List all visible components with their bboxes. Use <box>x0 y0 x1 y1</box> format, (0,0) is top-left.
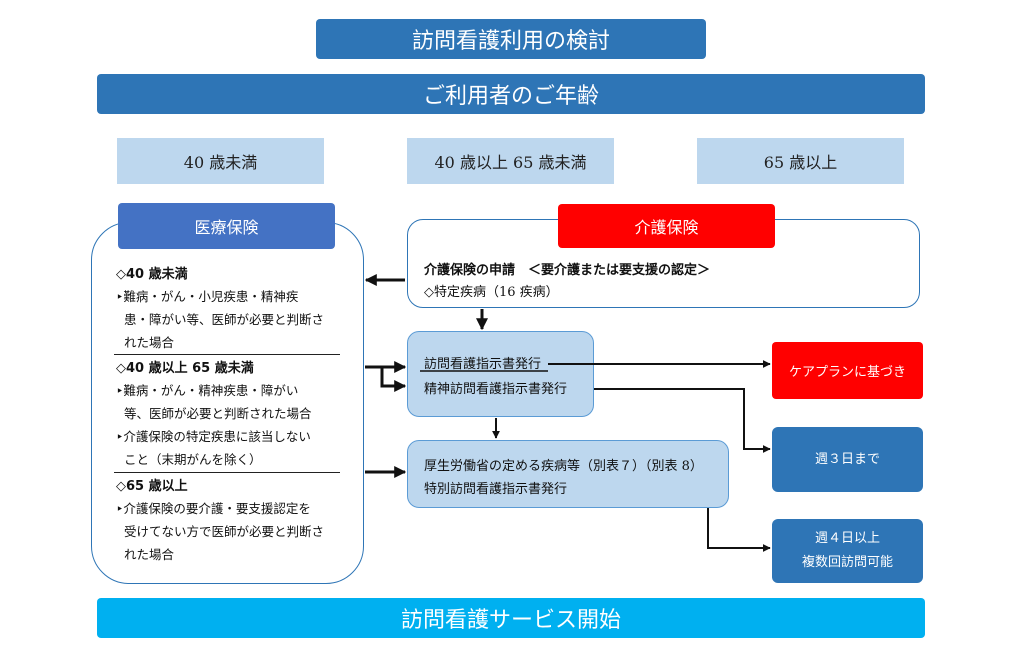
section-line: ‣難病・がん・精神疾患・障がい <box>116 383 299 398</box>
week3-text: 週３日まで <box>814 451 880 467</box>
special-disease-line-2: 特別訪問看護指示書発行 <box>424 482 568 497</box>
medical-section-65-plus: ◇65 歳以上 ‣介護保険の要介護・要支援認定を 受けてない方で医師が必要と判断… <box>116 477 352 566</box>
section-heading: ◇65 歳以上 <box>116 479 188 494</box>
arrow-medical-to-instruction-2 <box>380 367 407 392</box>
age-header-text: ご利用者のご年齢 <box>422 84 599 109</box>
special-disease-box <box>407 440 729 508</box>
section-heading: ◇40 歳未満 <box>116 267 188 282</box>
age-group-65-plus: 65 歳以上 <box>697 138 904 184</box>
section-divider <box>114 354 340 355</box>
section-line: れた場合 <box>124 335 175 350</box>
week4-box: 週４日以上 複数回訪問可能 <box>772 519 923 583</box>
age-header: ご利用者のご年齢 <box>97 74 925 114</box>
week4-text-1: 週４日以上 <box>814 531 880 546</box>
age-group-40-to-65: 40 歳以上 65 歳未満 <box>407 138 614 184</box>
section-line: 患・障がい等、医師が必要と判断さ <box>124 312 325 327</box>
section-line: こと（末期がんを除く） <box>124 452 262 467</box>
service-start-bar: 訪問看護サービス開始 <box>97 598 925 638</box>
service-start-text: 訪問看護サービス開始 <box>400 608 621 633</box>
instruction-line-1: 訪問看護指示書発行 <box>424 357 542 372</box>
arrow-instruction-to-week3 <box>594 388 771 453</box>
section-line: 受けてない方で医師が必要と判断さ <box>124 524 325 539</box>
careplan-box: ケアプランに基づき <box>772 342 923 399</box>
section-divider <box>114 472 340 473</box>
medical-section-under-40: ◇40 歳未満 ‣難病・がん・小児疾患・精神疾 患・障がい等、医師が必要と判断さ… <box>116 265 346 354</box>
care-insurance-title: 介護保険 <box>558 204 775 248</box>
special-disease-line-1: 厚生労働省の定める疾病等（別表７）（別表 8） <box>424 459 703 474</box>
section-line: 等、医師が必要と判断された場合 <box>124 406 312 421</box>
section-line: ‣介護保険の要介護・要支援認定を <box>116 501 311 516</box>
care-insurance-specified-disease: ◇特定疾病（16 疾病） <box>424 285 559 300</box>
section-line: れた場合 <box>124 547 175 562</box>
arrow-special-to-week4 <box>707 508 771 552</box>
age-group-label: 40 歳未満 <box>183 153 258 172</box>
section-line: ‣難病・がん・小児疾患・精神疾 <box>116 289 299 304</box>
medical-insurance-title: 医療保険 <box>118 203 335 249</box>
section-line: ‣介護保険の特定疾患に該当しない <box>116 429 311 444</box>
careplan-text: ケアプランに基づき <box>788 365 906 380</box>
age-group-under-40: 40 歳未満 <box>117 138 324 184</box>
section-heading: ◇40 歳以上 65 歳未満 <box>116 361 254 376</box>
medical-section-40-to-65: ◇40 歳以上 65 歳未満 ‣難病・がん・精神疾患・障がい 等、医師が必要と判… <box>116 359 346 471</box>
week3-box: 週３日まで <box>772 427 923 492</box>
page-title: 訪問看護利用の検討 <box>316 19 706 59</box>
care-insurance-title-text: 介護保険 <box>634 218 699 237</box>
week4-text-2: 複数回訪問可能 <box>801 555 893 570</box>
instruction-box <box>407 331 594 417</box>
age-group-label: 40 歳以上 65 歳未満 <box>434 153 587 172</box>
medical-insurance-panel <box>91 222 364 584</box>
medical-insurance-title-text: 医療保険 <box>194 218 259 237</box>
age-group-label: 65 歳以上 <box>763 153 838 172</box>
care-insurance-application: 介護保険の申請 ＜要介護または要支援の認定＞ <box>424 263 711 278</box>
page-title-text: 訪問看護利用の検討 <box>411 29 610 54</box>
instruction-line-2: 精神訪問看護指示書発行 <box>424 382 568 397</box>
